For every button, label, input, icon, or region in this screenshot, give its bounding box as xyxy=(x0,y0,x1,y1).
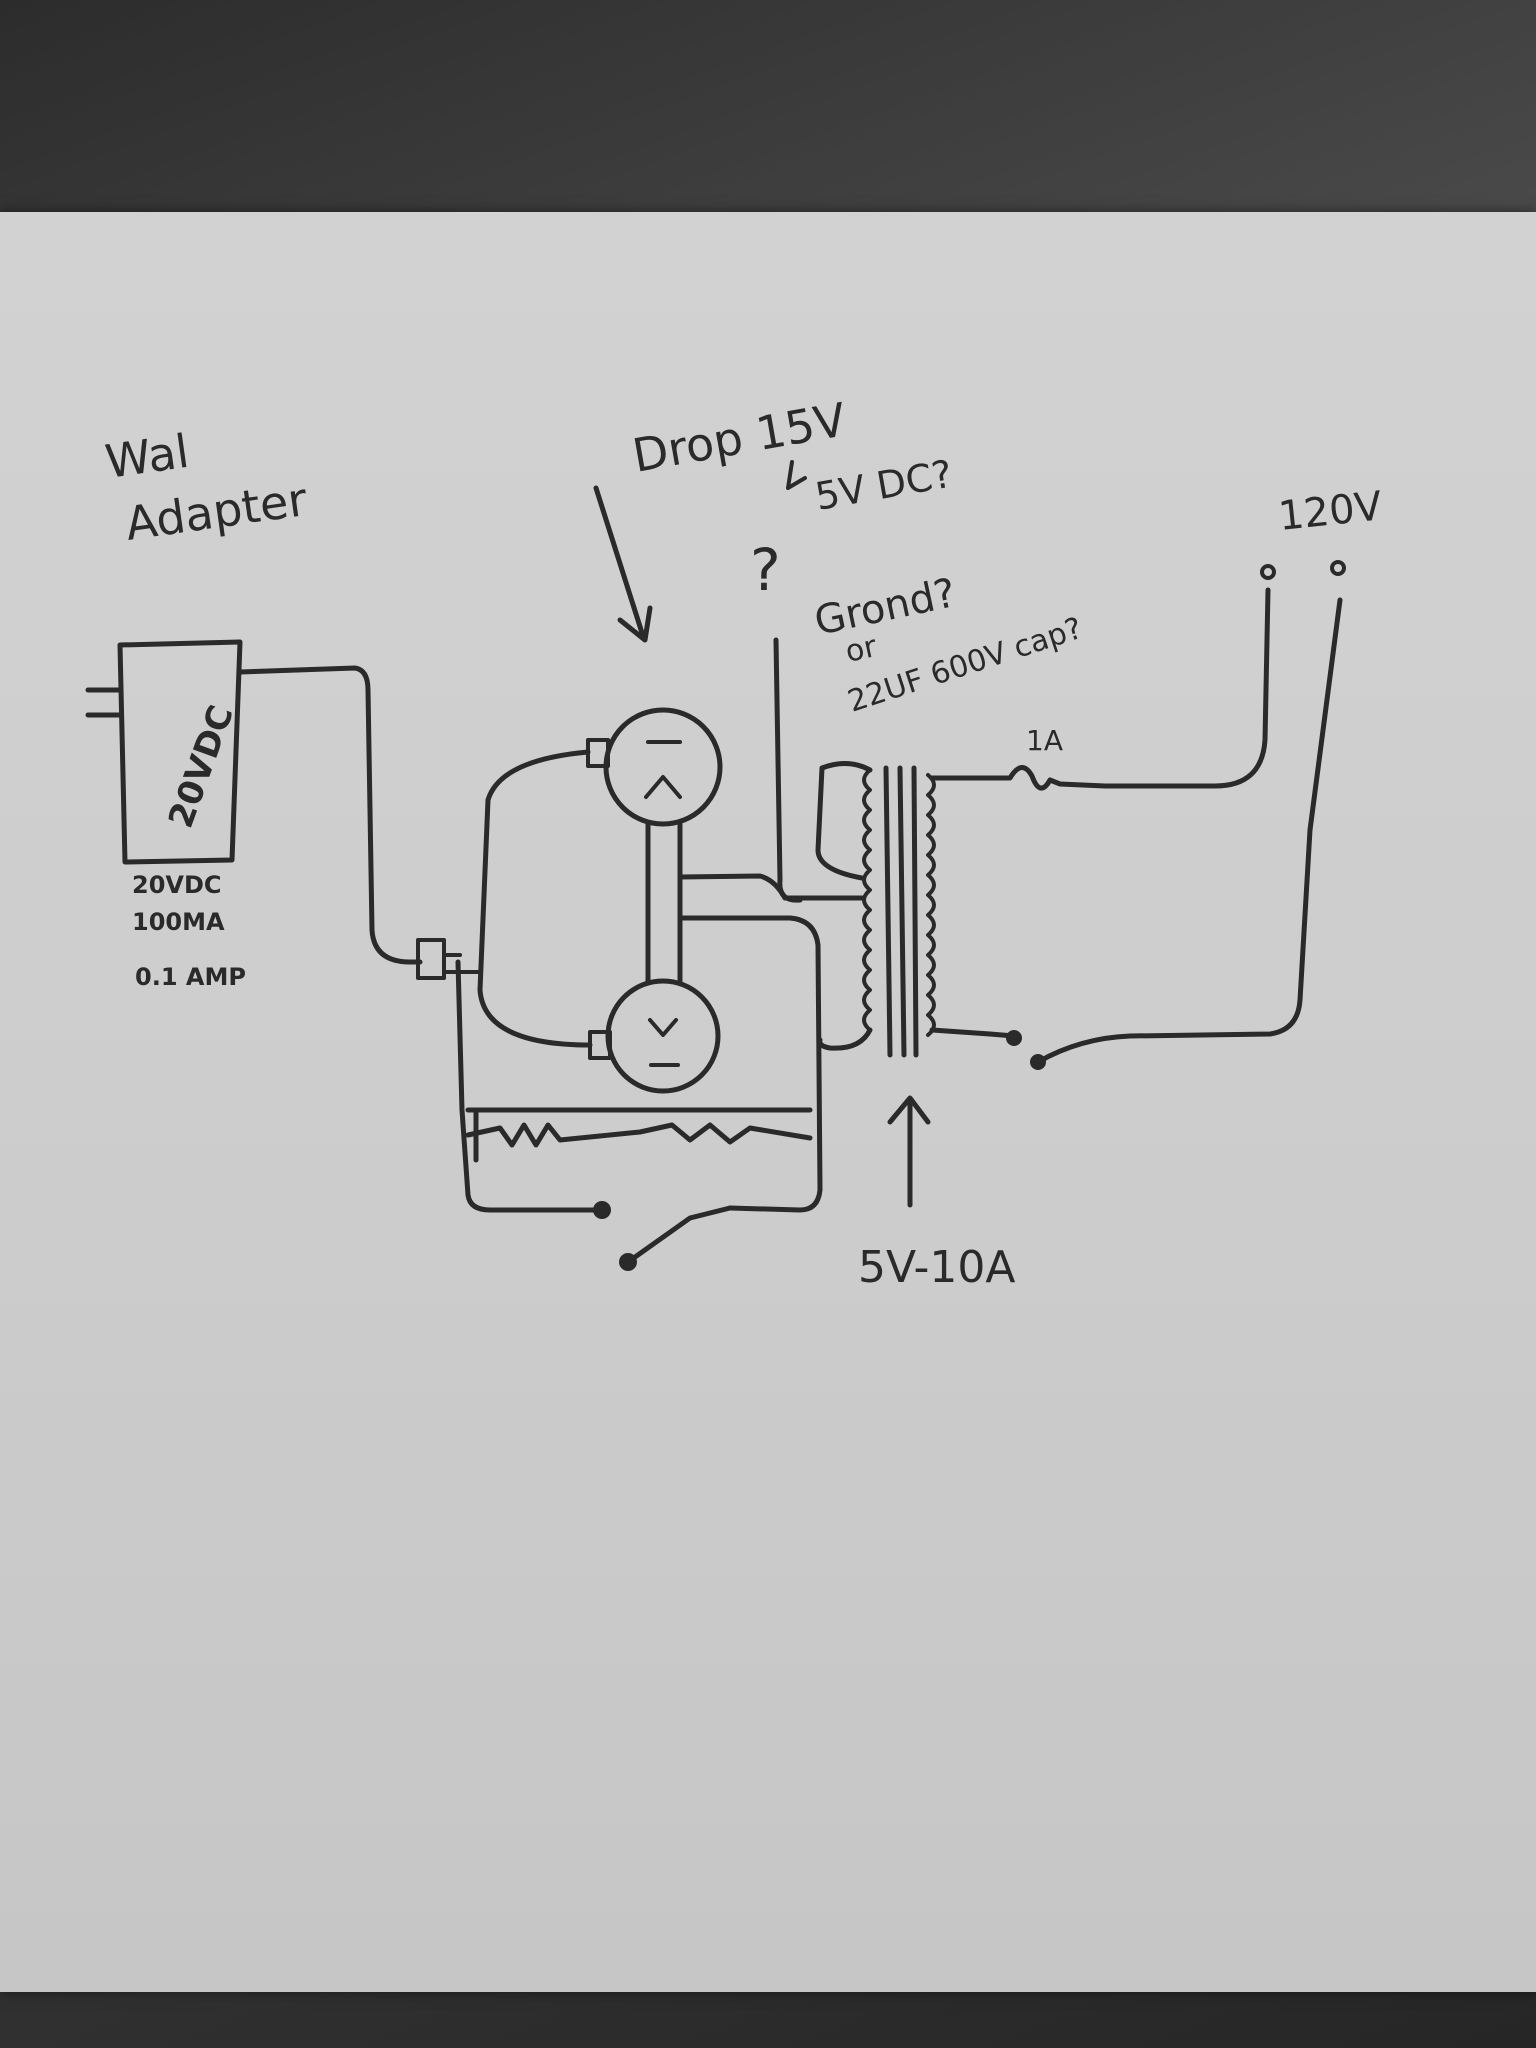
upper-bulb xyxy=(586,707,723,827)
lower-bulb xyxy=(588,978,721,1094)
wall-adapter: 20VDC xyxy=(85,639,243,865)
adapter-body-label: 20VDC xyxy=(161,700,242,833)
mains-switch xyxy=(1006,597,1343,1070)
adapter-spec-amp: 0.1 AMP xyxy=(135,963,246,991)
question-mark: ? xyxy=(750,536,781,604)
transformer-arrow xyxy=(887,1095,931,1208)
transformer-rating-label: 5V-10A xyxy=(858,1242,1015,1293)
mains-terminal-left xyxy=(1260,564,1276,580)
secondary-return-wire xyxy=(929,1027,1017,1039)
mains-terminal-right xyxy=(1330,560,1346,576)
adapter-output-wire xyxy=(237,665,423,965)
drop-voltage-label: Drop 15V xyxy=(629,392,851,483)
ground-label-line2: or xyxy=(842,629,880,670)
adapter-spec-voltage: 20VDC xyxy=(132,871,222,899)
lower-switch xyxy=(593,1201,733,1271)
bulb-to-transformer-wire-upper xyxy=(677,873,865,901)
fuse-label: 1A xyxy=(1026,724,1063,757)
transformer-primary-coil xyxy=(862,768,872,1032)
ground-probe-wire xyxy=(773,637,783,883)
input-connector xyxy=(416,938,480,980)
series-resistor xyxy=(465,1122,813,1148)
transformer xyxy=(815,761,936,1058)
dc-voltage-label: 5V DC? xyxy=(812,452,956,519)
mains-voltage-label: 120V xyxy=(1276,483,1385,540)
transformer-secondary-coil xyxy=(926,773,936,1037)
small-arrow xyxy=(786,460,807,490)
bulb-left-loop-wire xyxy=(477,749,593,1048)
fuse-wire xyxy=(929,587,1271,791)
bulb-to-transformer-wire-lower xyxy=(677,915,823,1213)
wall-adapter-label-line1: Wal xyxy=(102,424,192,489)
lower-left-wire xyxy=(455,959,601,1213)
paper-sheet xyxy=(0,212,1536,1992)
drop-arrow xyxy=(593,485,653,643)
ground-label-line1: Grond? xyxy=(811,570,960,645)
wall-adapter-label-line2: Adapter xyxy=(122,472,310,551)
adapter-spec-current: 100MA xyxy=(132,908,225,936)
